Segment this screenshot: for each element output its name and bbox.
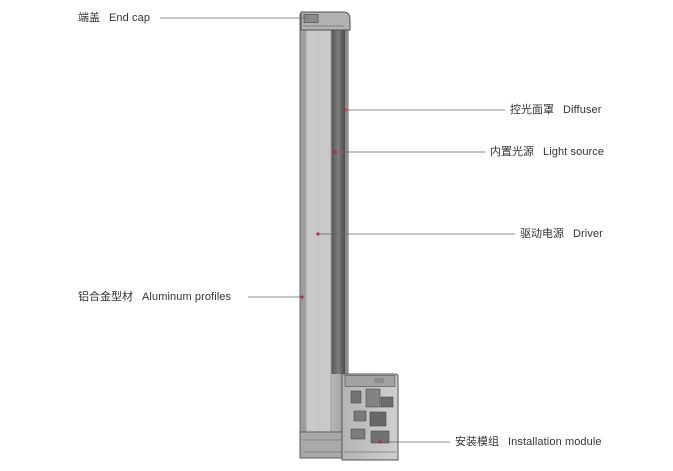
diffuser-strip — [331, 28, 345, 374]
module-lid-tab — [374, 378, 384, 383]
label-aluminum-profiles-cn: 铝合金型材 — [78, 291, 133, 303]
module-component — [350, 428, 366, 440]
leader-dot-aluminum-profiles — [300, 295, 304, 299]
label-light-source-cn: 内置光源 — [490, 146, 534, 158]
profile-right-edge — [345, 20, 348, 374]
label-diffuser-en: Diffuser — [563, 104, 602, 116]
label-diffuser: 控光面罩 Diffuser — [510, 103, 602, 117]
label-installation-module-cn: 安装模组 — [455, 436, 499, 448]
label-light-source: 内置光源 Light source — [490, 145, 604, 159]
light-source-channel — [305, 29, 332, 433]
bottom-rim — [299, 431, 347, 459]
label-light-source-en: Light source — [543, 146, 605, 158]
end-cap-detail — [303, 14, 319, 23]
profile-left-edge — [300, 28, 306, 432]
label-driver-en: Driver — [573, 228, 603, 240]
label-end-cap-en: End cap — [109, 12, 151, 24]
leader-dot-diffuser — [343, 108, 347, 112]
label-installation-module: 安装模组 Installation module — [455, 435, 602, 449]
leader-dot-light-source — [333, 150, 337, 154]
module-component — [353, 410, 367, 422]
label-diffuser-cn: 控光面罩 — [510, 104, 554, 116]
leader-dot-driver — [316, 232, 320, 236]
module-component — [365, 388, 381, 408]
label-end-cap: 端盖 End cap — [78, 11, 150, 25]
module-component — [369, 411, 387, 427]
module-component — [350, 390, 362, 404]
label-driver-cn: 驱动电源 — [520, 228, 564, 240]
module-component — [380, 396, 394, 408]
label-installation-module-en: Installation module — [508, 436, 602, 448]
installation-module-lid — [344, 375, 396, 387]
label-end-cap-cn: 端盖 — [78, 12, 100, 24]
label-aluminum-profiles: 铝合金型材 Aluminum profiles — [78, 290, 231, 304]
label-aluminum-profiles-en: Aluminum profiles — [142, 291, 232, 303]
leader-dot-installation-module — [378, 440, 382, 444]
label-driver: 驱动电源 Driver — [520, 227, 603, 241]
